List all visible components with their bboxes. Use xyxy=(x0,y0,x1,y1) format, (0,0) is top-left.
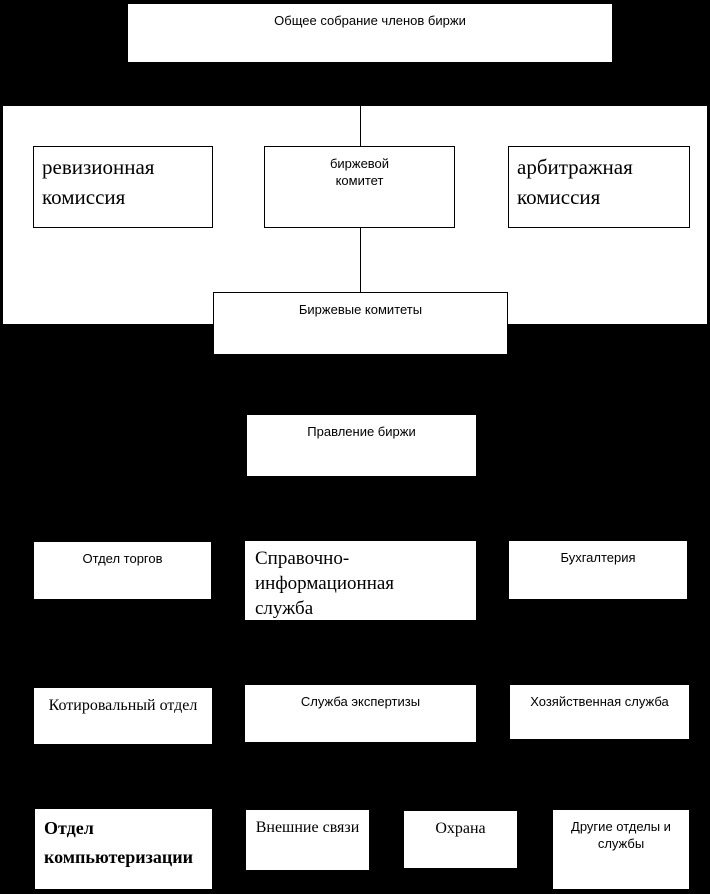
node-label: Отдел компьютеризации xyxy=(44,818,194,867)
node-label: Бухгалтерия xyxy=(560,550,636,565)
node-external-relations: Внешние связи xyxy=(245,809,370,871)
node-label: Справочно- информационная служба xyxy=(255,548,395,619)
node-label: Другие отделы и службы xyxy=(571,819,671,851)
node-label: Отдел торгов xyxy=(82,551,163,566)
node-arbitration-commission: арбитражная комиссия xyxy=(508,146,690,228)
node-exchange-committee: биржевой комитет xyxy=(264,146,455,228)
node-label: Внешние связи xyxy=(255,819,360,836)
node-other-departments: Другие отделы и службы xyxy=(552,809,690,890)
node-general-meeting: Общее собрание членов биржи xyxy=(127,3,613,63)
node-household-service: Хозяйственная служба xyxy=(509,684,690,740)
node-label: Котировальный отдел xyxy=(48,697,198,714)
node-label: Хозяйственная служба xyxy=(530,694,669,709)
node-revision-commission: ревизионная комиссия xyxy=(33,146,213,228)
node-computerization-department: Отдел компьютеризации xyxy=(34,808,213,890)
node-accounting: Бухгалтерия xyxy=(508,540,688,600)
node-label: Правление биржи xyxy=(307,424,416,439)
node-quotation-department: Котировальный отдел xyxy=(33,687,213,745)
node-label: Служба экспертизы xyxy=(300,694,421,709)
node-label: ревизионная комиссия xyxy=(42,155,155,209)
connector-line-top xyxy=(360,105,361,146)
node-exchange-board: Правление биржи xyxy=(246,414,477,477)
node-label: Охрана xyxy=(435,820,486,837)
node-security: Охрана xyxy=(403,810,518,869)
node-label: Биржевые комитеты xyxy=(298,302,423,317)
node-information-service: Справочно- информационная служба xyxy=(244,540,477,621)
node-exchange-committees: Биржевые комитеты xyxy=(213,292,508,355)
node-label: биржевой комитет xyxy=(329,156,390,188)
node-expertise-service: Служба экспертизы xyxy=(244,684,477,743)
connector-line-bottom xyxy=(360,228,361,292)
node-trading-department: Отдел торгов xyxy=(33,541,212,600)
node-label: арбитражная комиссия xyxy=(517,155,633,209)
node-label: Общее собрание членов биржи xyxy=(274,13,466,28)
